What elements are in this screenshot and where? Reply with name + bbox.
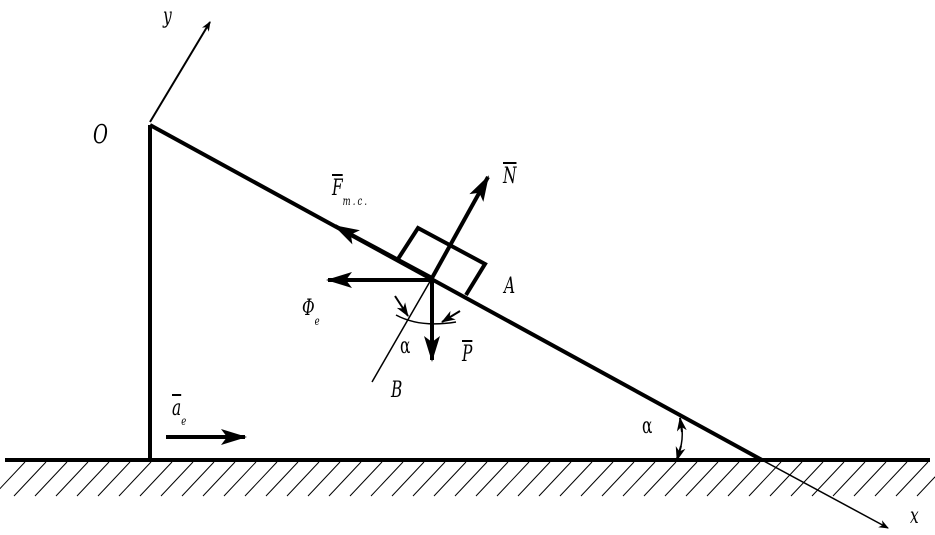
inertia-force-label: Φe [302,296,322,328]
normal-symbol: N [503,164,517,189]
friction-force-label: Fт.с. [332,176,370,208]
hatch-line [706,461,740,497]
normal-force-arrow [430,175,490,279]
hatch-line [769,461,803,497]
hatch-line [685,461,719,497]
hatch-line [454,461,488,497]
y-axis-arrow [149,21,211,123]
incline-surface [149,123,763,462]
friction-subscript: т.с. [342,194,370,208]
angle-arrow-up [676,417,687,433]
hatch-line [181,461,215,497]
ground-hatching [0,461,935,497]
accel-subscript: e [181,414,189,428]
hatch-line [664,461,698,497]
hatch-line [97,461,131,497]
hatch-line [790,461,824,497]
friction-force-arrow [333,224,433,280]
angle-arc-block [395,314,457,325]
hatch-line [286,461,320,497]
normal-force-label: N [503,166,516,188]
hatch-line [433,461,467,497]
incline-angle-label: α [642,414,653,439]
hatch-line [559,461,593,497]
hatch-line [811,461,845,497]
hatch-line [349,461,383,497]
line-ab [371,277,433,383]
inertia-symbol: Φ [302,296,315,321]
hatch-line [895,461,929,497]
hatch-line [76,461,110,497]
y-axis-label: y [163,4,172,29]
acceleration-label: ae [172,396,189,428]
x-axis-arrow [761,459,889,529]
hatch-line [55,461,89,497]
hatch-line [538,461,572,497]
hatch-line [328,461,362,497]
hatch-line [496,461,530,497]
origin-label: O [93,120,108,150]
hatch-line [412,461,446,497]
hatch-line [265,461,299,497]
hatch-line [13,461,47,497]
hatch-line [643,461,677,497]
hatch-line [307,461,341,497]
x-axis-label: x [910,504,919,529]
hatch-line [517,461,551,497]
point-a-label: A [504,274,516,299]
inertia-subscript: e [314,314,322,328]
point-b-label: B [391,378,403,403]
hatch-line [853,461,887,497]
hatch-line [202,461,236,497]
hatch-line [370,461,404,497]
hatch-line [601,461,635,497]
hatch-line [874,461,908,497]
hatch-line [139,461,173,497]
hatch-line [727,461,761,497]
hatch-line [118,461,152,497]
hatch-line [475,461,509,497]
hatch-line [916,476,935,497]
hatch-line [0,461,26,490]
block-angle-label: α [400,334,411,359]
hatch-line [34,461,68,497]
hatch-line [244,461,278,497]
angle-arrow-down [675,445,686,461]
weight-symbol: P [462,342,473,367]
friction-symbol: F [332,176,343,201]
hatch-line [391,461,425,497]
hatch-line [580,461,614,497]
angle-arrow-left [394,295,409,317]
hatch-line [622,461,656,497]
accel-symbol: a [172,396,182,421]
weight-label: P [462,344,472,366]
hatch-line [223,461,257,497]
hatch-line [160,461,194,497]
hatch-line [832,461,866,497]
angle-arrow-right [441,310,461,323]
